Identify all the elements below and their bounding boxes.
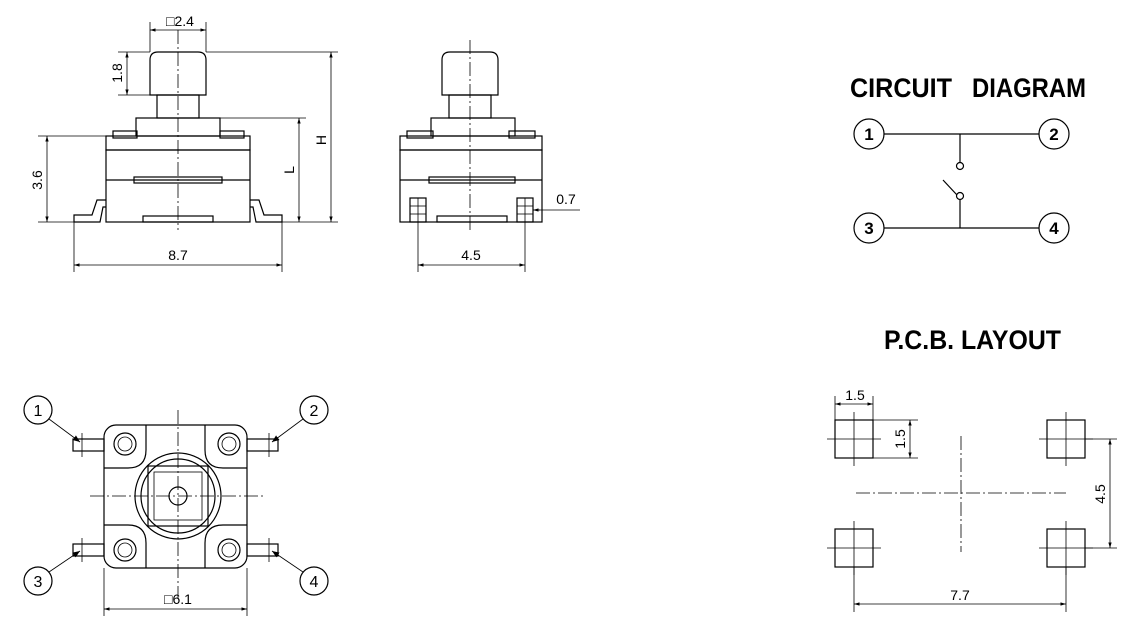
switch-contact bbox=[942, 179, 958, 196]
pin-label-3: 3 bbox=[34, 574, 43, 591]
pin-label-1: 1 bbox=[34, 403, 43, 420]
pcb-pad-2 bbox=[1039, 412, 1093, 466]
dim-side-width: 4.5 bbox=[461, 247, 481, 263]
pcb-title: P.C.B. LAYOUT bbox=[884, 325, 1061, 355]
circuit-pin-label-1: 1 bbox=[864, 125, 873, 144]
pin-callout-2 bbox=[299, 395, 329, 425]
pcb-layout: P.C.B. LAYOUT 1.5 bbox=[827, 325, 1117, 612]
dim-body-square: □6.1 bbox=[164, 591, 192, 607]
pin-callout-3 bbox=[23, 566, 53, 596]
circuit-pin-label-2: 2 bbox=[1049, 125, 1058, 144]
dim-body-height: 3.6 bbox=[29, 170, 45, 190]
pin-callout-1 bbox=[23, 395, 53, 425]
dim-top-width: □2.4 bbox=[166, 13, 194, 29]
dim-horizontal-pitch: 7.7 bbox=[950, 587, 970, 603]
circuit-pin-2 bbox=[1038, 118, 1070, 150]
pcb-pad-4 bbox=[1039, 521, 1093, 575]
circuit-pin-label-4: 4 bbox=[1049, 219, 1059, 238]
pin-label-4: 4 bbox=[310, 574, 319, 591]
circuit-pin-3 bbox=[853, 212, 885, 244]
side-view: 0.7 4.5 bbox=[399, 40, 580, 272]
dim-terminal: 0.7 bbox=[556, 191, 576, 207]
dim-overall-width: 8.7 bbox=[168, 247, 188, 263]
dim-vertical-pitch: 4.5 bbox=[1092, 484, 1108, 504]
bottom-view: 1 2 3 4 □6.1 bbox=[23, 395, 329, 616]
dim-cap-height: 1.8 bbox=[109, 63, 125, 83]
circuit-diagram: CIRCUIT DIAGRAM 1 2 3 4 bbox=[850, 73, 1086, 244]
circuit-pin-label-3: 3 bbox=[864, 219, 873, 238]
pcb-pad-1 bbox=[827, 412, 881, 466]
circuit-pin-1 bbox=[853, 118, 885, 150]
dim-L: L bbox=[281, 166, 297, 174]
circuit-pin-4 bbox=[1038, 212, 1070, 244]
pin-label-2: 2 bbox=[310, 403, 319, 420]
circuit-title: CIRCUIT bbox=[850, 73, 952, 103]
pcb-pad-3 bbox=[827, 521, 881, 575]
dim-pad-width: 1.5 bbox=[845, 387, 865, 403]
front-view: □2.4 1.8 3.6 L H 8.7 bbox=[29, 13, 338, 272]
circuit-title-2: DIAGRAM bbox=[972, 73, 1086, 103]
pin-callout-4 bbox=[299, 566, 329, 596]
dim-pad-height: 1.5 bbox=[892, 429, 908, 449]
dim-H: H bbox=[313, 135, 329, 145]
